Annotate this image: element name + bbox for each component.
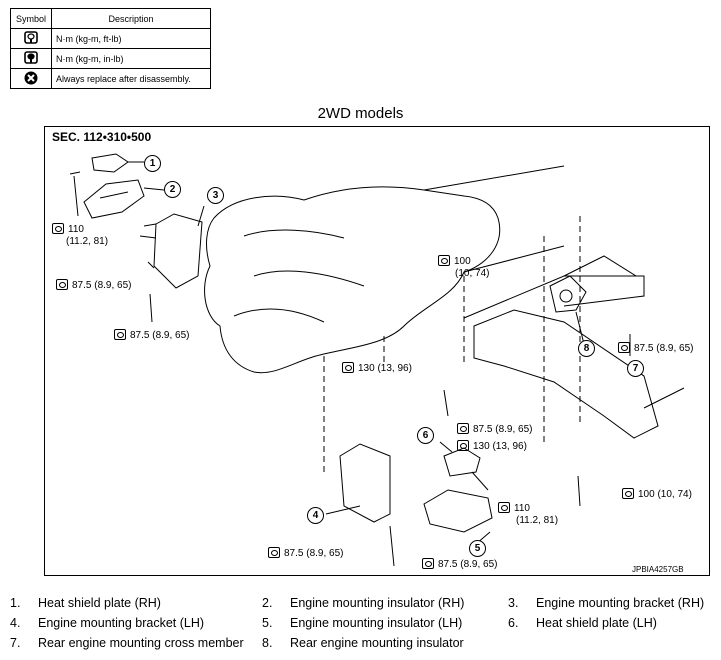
torque-wrench-icon — [24, 31, 38, 44]
torque-spec: 100 (10, 74) — [438, 255, 489, 280]
diagram-frame — [44, 126, 710, 576]
torque-spec: 87.5 (8.9, 65) — [268, 547, 343, 560]
torque-wrench-icon — [268, 547, 280, 558]
model-title: 2WD models — [317, 105, 404, 122]
torque-spec: 100 (10, 74) — [622, 488, 692, 501]
callout-1: 1 — [144, 155, 161, 172]
heat-shield-plate-rh — [91, 153, 129, 173]
list-item: 6.Heat shield plate (LH) — [508, 616, 657, 630]
callout-7: 7 — [627, 360, 644, 377]
torque-wrench-icon — [114, 329, 126, 340]
torque-spec: 130 (13, 96) — [342, 362, 412, 375]
rear-mount-insulator — [549, 275, 587, 313]
torque-spec: 87.5 (8.9, 65) — [618, 342, 693, 355]
legend-description: N·m (kg-m, in-lb) — [51, 48, 211, 69]
torque-wrench-icon — [52, 223, 64, 234]
torque-spec: 87.5 (8.9, 65) — [56, 279, 131, 292]
legend-header-description: Description — [51, 8, 211, 29]
engine-mount-diagram — [69, 153, 685, 567]
torque-spec: 87.5 (8.9, 65) — [457, 423, 532, 436]
torque-wrench-small-icon — [24, 51, 38, 64]
callout-6: 6 — [417, 427, 434, 444]
torque-wrench-icon — [342, 362, 354, 373]
list-item: 3.Engine mounting bracket (RH) — [508, 596, 705, 610]
torque-wrench-icon — [498, 502, 510, 513]
callout-2: 2 — [164, 181, 181, 198]
torque-spec: 110 (11.2, 81) — [498, 502, 558, 527]
heat-shield-plate-lh — [443, 447, 481, 477]
engine-mount-insulator-lh — [423, 489, 493, 533]
legend-symbol-cell — [10, 48, 52, 69]
torque-wrench-icon — [457, 440, 469, 451]
replace-x-icon — [24, 71, 38, 84]
list-item: 4.Engine mounting bracket (LH) — [10, 616, 205, 630]
list-item: 8.Rear engine mounting insulator — [262, 636, 464, 650]
engine-mount-insulator-rh — [83, 179, 145, 219]
torque-wrench-icon — [56, 279, 68, 290]
torque-wrench-icon — [622, 488, 634, 499]
torque-spec: 87.5 (8.9, 65) — [422, 558, 497, 571]
torque-spec: 110 (11.2, 81) — [52, 223, 108, 248]
rear-cross-member — [473, 309, 659, 439]
legend-symbol-cell — [10, 28, 52, 49]
legend-description: Always replace after disassembly. — [51, 68, 211, 89]
engine-mount-bracket-lh — [339, 443, 391, 523]
symbol-legend-table: Symbol Description N·m (kg-m, ft-lb) N·m… — [10, 8, 211, 89]
torque-wrench-icon — [422, 558, 434, 569]
figure-code: JPBIA4257GB — [632, 565, 684, 574]
torque-spec: 130 (13, 96) — [457, 440, 527, 453]
legend-header-symbol: Symbol — [10, 8, 52, 29]
callout-4: 4 — [307, 507, 324, 524]
callout-8: 8 — [578, 340, 595, 357]
legend-symbol-cell — [10, 68, 52, 89]
legend-description: N·m (kg-m, ft-lb) — [51, 28, 211, 49]
torque-wrench-icon — [457, 423, 469, 434]
callout-3: 3 — [207, 187, 224, 204]
section-label: SEC. 112•310•500 — [52, 130, 152, 144]
list-item: 7.Rear engine mounting cross member — [10, 636, 244, 650]
list-item: 5.Engine mounting insulator (LH) — [262, 616, 463, 630]
engine-transmission-outline — [204, 186, 501, 374]
torque-wrench-icon — [618, 342, 630, 353]
torque-wrench-icon — [438, 255, 450, 266]
callout-5: 5 — [469, 540, 486, 557]
torque-spec: 87.5 (8.9, 65) — [114, 329, 189, 342]
engine-mount-bracket-rh — [153, 213, 203, 289]
list-item: 2.Engine mounting insulator (RH) — [262, 596, 465, 610]
list-item: 1.Heat shield plate (RH) — [10, 596, 161, 610]
